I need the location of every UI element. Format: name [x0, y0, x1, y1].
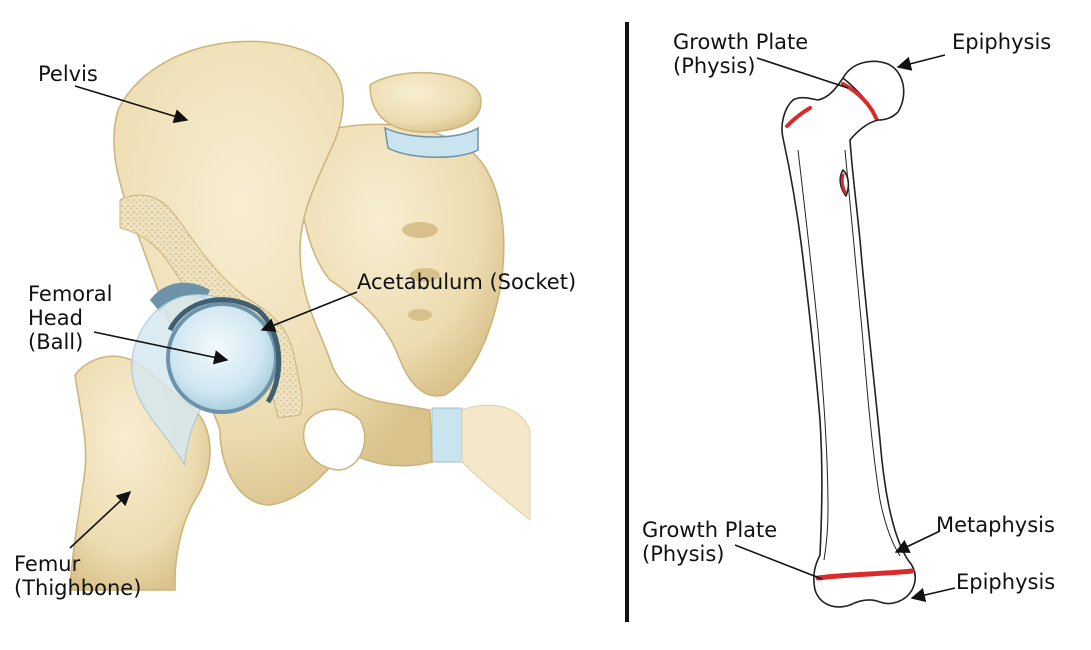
label-growth-plate-top-line: Growth Plate	[673, 30, 809, 54]
pelvis-arrow	[74, 85, 189, 124]
pubis-opposite	[461, 404, 531, 522]
label-epiphysis-top: Epiphysis	[952, 30, 1052, 54]
intervertebral-disc	[384, 126, 479, 158]
femur-shaft-inner-right	[844, 149, 901, 557]
femoral-head-arrow	[93, 331, 229, 365]
metaphysis-arrow	[894, 530, 941, 553]
growth-plate-head	[841, 82, 878, 120]
hip-leader-lines	[69, 85, 358, 549]
sacrum-foramen	[408, 309, 432, 321]
growth-plate-trochanter	[785, 106, 812, 128]
acetabulum-arrow	[260, 291, 358, 332]
label-growth-plate-bottom-line: (Physis)	[642, 542, 725, 566]
sacrum	[298, 123, 505, 397]
hip-illustration	[69, 40, 531, 591]
label-femoral-head-line: (Ball)	[28, 330, 84, 354]
lumbar-vertebra	[369, 71, 482, 133]
femur-line-drawing	[781, 60, 917, 608]
label-femur-line: Femur	[14, 552, 81, 576]
sacrum-foramen	[402, 222, 438, 238]
growth-plates	[785, 82, 915, 581]
femur-arrow	[69, 491, 132, 549]
label-pelvis: Pelvis	[38, 62, 98, 86]
epiphysis-bottom-arrow	[910, 587, 956, 603]
label-epiphysis-bottom: Epiphysis	[956, 570, 1056, 594]
pubic-symphysis	[431, 407, 463, 463]
femur-proximal-outline	[781, 77, 917, 608]
growth-plate-lesser-trochanter	[840, 173, 847, 194]
growth-plate-distal	[815, 568, 915, 581]
label-growth-plate-top: Growth Plate (Physis)	[673, 30, 808, 78]
sacrum-foramen	[410, 268, 440, 282]
label-growth-plate-top-line: (Physis)	[673, 54, 756, 78]
growth-plate-bottom-line	[734, 544, 823, 580]
label-femur-line: (Thighbone)	[14, 576, 142, 600]
label-femoral-head-line: Femoral	[28, 282, 113, 306]
femoral-head-ball	[166, 302, 278, 414]
label-femoral-head: Femoral Head (Ball)	[28, 282, 113, 354]
femur-shaft-inner-left	[797, 149, 829, 561]
label-femoral-head-line: Head	[28, 306, 83, 330]
label-growth-plate-bottom-line: Growth Plate	[642, 518, 778, 542]
label-metaphysis: Metaphysis	[936, 513, 1055, 537]
label-growth-plate-bottom: Growth Plate (Physis)	[642, 518, 777, 566]
label-acetabulum: Acetabulum (Socket)	[357, 270, 577, 294]
label-femur: Femur (Thighbone)	[14, 552, 141, 600]
obturator-foramen	[302, 408, 366, 471]
acetabulum-rim	[167, 297, 282, 404]
femur-leader-lines	[734, 54, 956, 603]
lesser-trochanter	[839, 169, 850, 197]
epiphysis-top-arrow	[896, 54, 946, 71]
growth-plate-top-line	[756, 57, 849, 89]
